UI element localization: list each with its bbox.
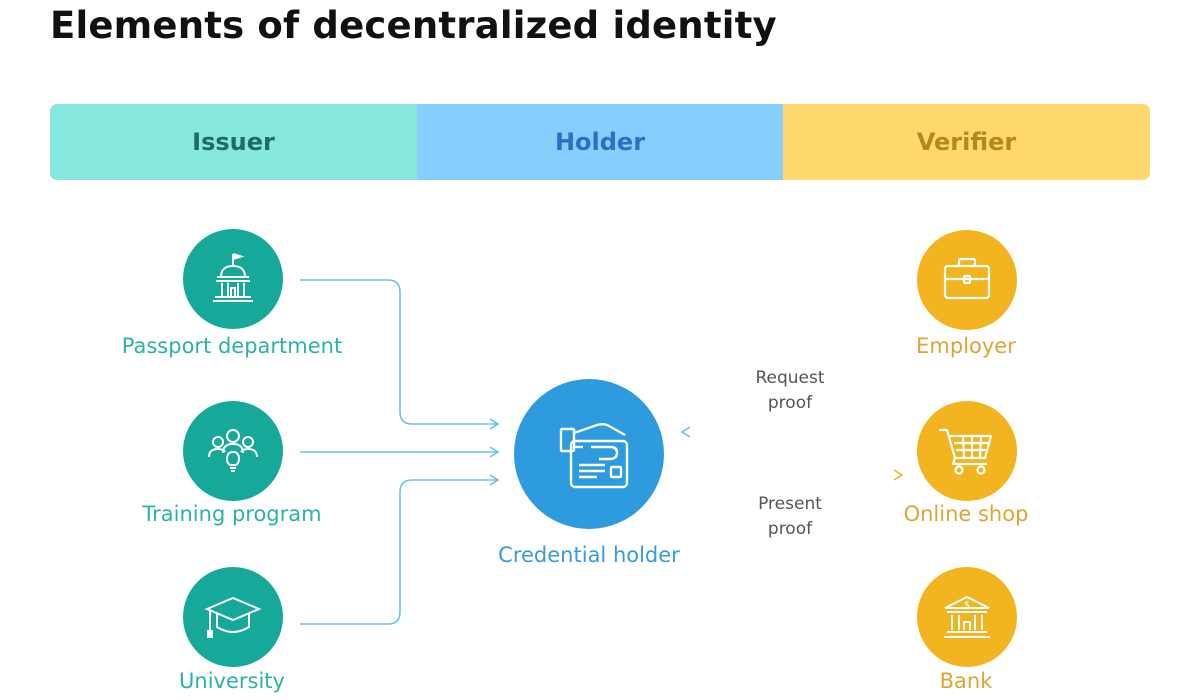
- training-program-label: Training program: [142, 502, 322, 526]
- training-arrowhead: [489, 446, 500, 458]
- svg-text:$: $: [964, 600, 970, 611]
- university-node: [183, 567, 283, 667]
- university-arrowhead: [489, 474, 500, 486]
- request-proof-line2: proof: [767, 393, 813, 413]
- present-proof-line2: proof: [767, 519, 813, 539]
- page-title: Elements of decentralized identity: [50, 4, 777, 47]
- issuer-band: Issuer: [50, 104, 417, 180]
- holder-band-label: Holder: [554, 128, 646, 156]
- briefcase-icon: [937, 252, 997, 308]
- passport-department-label: Passport department: [121, 334, 343, 358]
- online-shop-label: Online shop: [903, 502, 1029, 526]
- present-proof-label: Present proof: [758, 492, 822, 542]
- hand-credit-card-icon: [539, 409, 639, 499]
- request-proof-label: Request proof: [755, 366, 824, 416]
- university-to-holder-line: [300, 479, 497, 625]
- employer-label: Employer: [916, 334, 1016, 358]
- verifier-band: Verifier: [783, 104, 1150, 180]
- credential-holder-label: Credential holder: [498, 543, 680, 567]
- credential-holder-node: [514, 379, 664, 529]
- request-proof-line1: Request: [755, 368, 825, 388]
- bank-icon: $: [937, 588, 997, 646]
- government-building-icon: [204, 250, 262, 308]
- verifier-band-label: Verifier: [916, 128, 1017, 156]
- issuer-band-label: Issuer: [192, 128, 275, 156]
- training-program-node: [183, 401, 283, 501]
- passport-arrowhead: [489, 418, 500, 430]
- bank-label: Bank: [939, 669, 993, 693]
- passport-department-node: [183, 229, 283, 329]
- employer-node: [917, 230, 1017, 330]
- people-lightbulb-icon: [203, 421, 263, 481]
- passport-to-holder-line: [300, 279, 497, 425]
- online-shop-node: [917, 401, 1017, 501]
- holder-band: Holder: [417, 104, 783, 180]
- present-proof-arrowhead: [893, 469, 904, 481]
- present-proof-line1: Present: [758, 494, 822, 514]
- request-proof-arrowhead: [680, 426, 691, 438]
- bank-node: $: [917, 567, 1017, 667]
- graduation-cap-icon: [201, 587, 265, 647]
- university-label: University: [179, 669, 285, 693]
- shopping-cart-icon: [935, 422, 999, 480]
